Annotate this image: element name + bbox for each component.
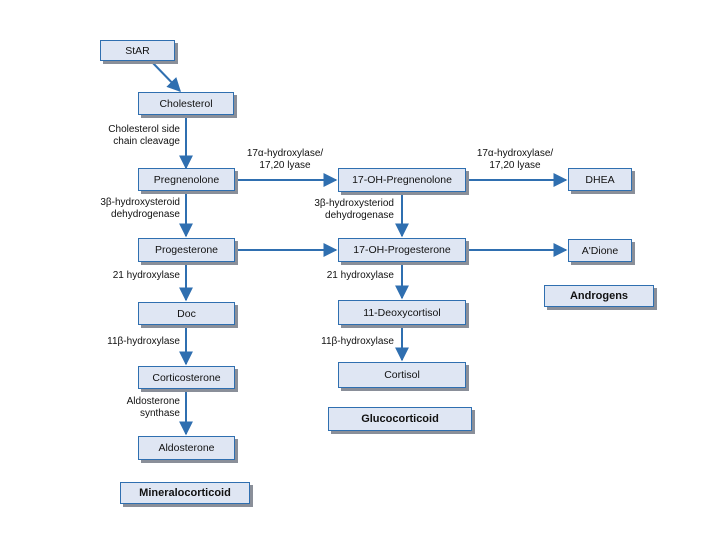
node-cortisol: Cortisol [338, 362, 466, 388]
enzyme-3b-hsd-left: 3β-hydroxysteroid dehydrogenase [74, 197, 180, 220]
node-17oh-progesterone: 17-OH-Progesterone [338, 238, 466, 262]
node-progesterone: Progesterone [138, 238, 235, 262]
node-cholesterol: Cholesterol [138, 92, 234, 115]
enzyme-11b-hydroxylase-mid: 11β-hydroxylase [321, 336, 394, 347]
node-17oh-pregnenolone: 17-OH-Pregnenolone [338, 168, 466, 192]
node-adione: A'Dione [568, 239, 632, 262]
enzyme-3b-hsd-left-line1: 3β-hydroxysteroid [100, 197, 180, 208]
arrow-star-cholesterol [149, 59, 181, 93]
enzyme-3b-hsd-left-line2: dehydrogenase [111, 208, 180, 220]
enzyme-21-hydroxylase-left: 21 hydroxylase [112, 270, 180, 281]
enzyme-17-lyase-2: 17α-hydroxylase/ 17,20 lyase [462, 148, 568, 171]
enzyme-aldo-synth-line2: synthase [139, 407, 180, 419]
enzyme-aldo-synth-line1: Aldosterone [126, 396, 180, 407]
enzyme-17-lyase-2-line1: 17α-hydroxylase/ [476, 148, 554, 159]
node-aldosterone: Aldosterone [138, 436, 235, 460]
node-11-deoxycortisol: 11-Deoxycortisol [338, 300, 466, 325]
category-androgens: Androgens [544, 285, 654, 307]
category-mineralocorticoid: Mineralocorticoid [120, 482, 250, 504]
node-pregnenolone: Pregnenolone [138, 168, 235, 191]
enzyme-21-hydroxylase-mid: 21 hydroxylase [326, 270, 394, 281]
enzyme-3b-hsd-mid-line1: 3β-hydroxysteriod [314, 198, 394, 209]
enzyme-11b-hydroxylase-left: 11β-hydroxylase [107, 336, 180, 347]
enzyme-17-lyase-1: 17α-hydroxylase/ 17,20 lyase [232, 148, 338, 171]
enzyme-side-chain-cleavage: Cholesterol side chain cleavage [84, 124, 180, 147]
enzyme-aldosterone-synthase: Aldosterone synthase [84, 396, 180, 419]
node-corticosterone: Corticosterone [138, 366, 235, 389]
enzyme-3b-hsd-mid-line2: dehydrogenase [325, 209, 394, 221]
node-dhea: DHEA [568, 168, 632, 191]
enzyme-17-lyase-2-line2: 17,20 lyase [489, 159, 541, 171]
enzyme-17-lyase-1-line1: 17α-hydroxylase/ [246, 148, 324, 159]
category-glucocorticoid: Glucocorticoid [328, 407, 472, 431]
enzyme-17-lyase-1-line2: 17,20 lyase [259, 159, 311, 171]
node-doc: Doc [138, 302, 235, 325]
node-star: StAR [100, 40, 175, 61]
enzyme-side-chain-line2: chain cleavage [113, 135, 180, 147]
enzyme-side-chain-line1: Cholesterol side [108, 124, 180, 135]
enzyme-3b-hsd-mid: 3β-hydroxysteriod dehydrogenase [280, 198, 394, 221]
